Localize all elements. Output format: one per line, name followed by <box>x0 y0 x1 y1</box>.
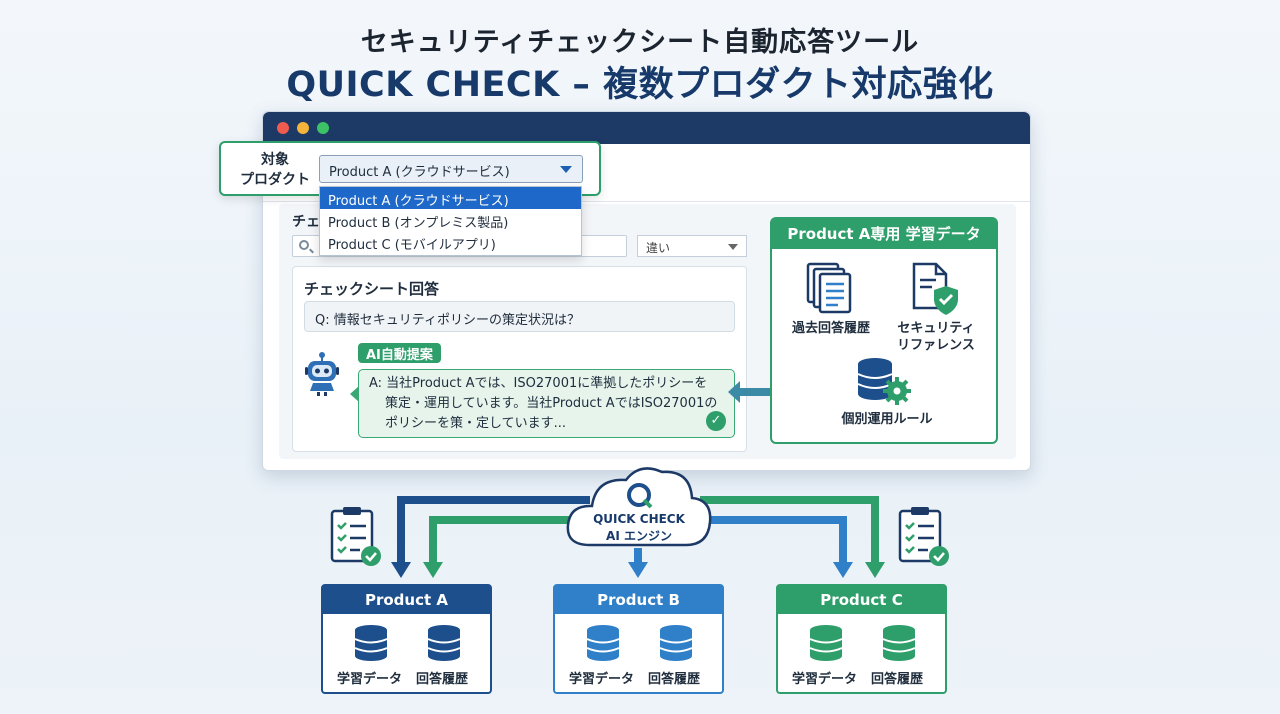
security-document-icon <box>912 262 958 315</box>
answer-card-title: チェックシート回答 <box>304 280 440 298</box>
flow-arrowhead-c-inner <box>833 562 853 578</box>
product-card-title: Product A <box>323 586 490 614</box>
clipboard-checklist-icon <box>330 507 381 566</box>
database-icon <box>809 625 843 661</box>
db-label-learning: 学習データ <box>337 672 403 687</box>
product-select-value: Product A (クラウドサービス) <box>329 165 510 180</box>
selector-label-line-1: 対象 <box>261 152 289 168</box>
product-card-a: Product A 学習データ 回答履歴 <box>321 584 492 694</box>
window-titlebar <box>263 112 1030 144</box>
robot-icon <box>305 352 339 396</box>
answer-line-1: A: 当社Product Aでは、ISO27001に準拠したポリシーを <box>369 376 708 391</box>
learning-item-history: 過去回答履歴 <box>791 321 870 336</box>
answer-line-2: 策定・運用しています。当社Product AではISO27001の <box>385 396 718 411</box>
db-label-learning: 学習データ <box>792 672 858 687</box>
page-title: QUICK CHECK – 複数プロダクト対応強化 <box>286 65 994 105</box>
product-card-title: Product C <box>778 586 945 614</box>
selector-label-line-2: プロダクト <box>240 172 310 188</box>
db-label-history: 回答履歴 <box>648 672 701 687</box>
flow-arrowhead-b <box>628 562 648 578</box>
close-window-button[interactable] <box>277 122 289 134</box>
reference-line-1: セキュリティ <box>897 321 975 336</box>
learning-data-header: Product A専用 学習データ <box>772 219 996 249</box>
product-option-a[interactable]: Product A (クラウドサービス) <box>320 187 581 209</box>
document-stack-icon <box>806 262 852 314</box>
product-card-c: Product C 学習データ 回答履歴 <box>776 584 947 694</box>
flow-arrow-c-outer <box>700 496 879 566</box>
maximize-window-button[interactable] <box>317 122 329 134</box>
sort-select-value: 違い <box>646 241 671 255</box>
db-label-history: 回答履歴 <box>871 672 924 687</box>
learning-item-rules: 個別運用ルール <box>841 412 933 427</box>
data-flow-arrow <box>728 381 772 403</box>
database-icon <box>659 625 693 661</box>
flow-arrow-a-outer <box>397 496 590 566</box>
ai-answer-bubble[interactable]: A: 当社Product Aでは、ISO27001に準拠したポリシーを 策定・運… <box>350 369 735 438</box>
learning-item-reference: セキュリティ リファレンス <box>886 320 986 354</box>
chevron-down-icon <box>728 244 738 250</box>
product-option-b[interactable]: Product B (オンプレミス製品) <box>328 216 509 231</box>
product-option-c[interactable]: Product C (モバイルアプリ) <box>328 238 496 253</box>
checksheet-heading: チェ <box>292 214 320 230</box>
window-toolbar <box>263 144 1030 202</box>
question-field: Q: 情報セキュリティポリシーの策定状況は？ <box>304 301 735 332</box>
reference-line-2: リファレンス <box>897 338 975 353</box>
database-icon <box>882 625 916 661</box>
minimize-window-button[interactable] <box>297 122 309 134</box>
ai-engine-subtitle: AI エンジン <box>606 529 672 543</box>
flow-arrow-c-inner <box>690 516 847 566</box>
db-label-history: 回答履歴 <box>416 672 469 687</box>
database-gear-icon <box>857 358 911 405</box>
db-label-learning: 学習データ <box>569 672 635 687</box>
product-card-title: Product B <box>555 586 722 614</box>
check-icon: ✓ <box>706 411 726 431</box>
flow-arrowhead-a-inner <box>423 562 443 578</box>
flow-arrow-a-inner <box>429 516 600 566</box>
flow-arrowhead-c-outer <box>865 562 885 578</box>
product-card-b: Product B 学習データ 回答履歴 <box>553 584 724 694</box>
sort-select[interactable]: 違い <box>637 235 747 257</box>
ai-suggestion-badge: AI自動提案 <box>358 343 441 363</box>
page-subtitle: セキュリティチェックシート自動応答ツール <box>360 27 920 58</box>
chevron-down-icon <box>560 166 572 173</box>
product-selector-label: 対象 プロダクト <box>233 150 317 190</box>
ai-engine-name: QUICK CHECK <box>593 512 685 526</box>
clipboard-checklist-icon <box>898 507 949 566</box>
database-icon <box>354 625 388 661</box>
ai-engine-cloud <box>566 467 712 547</box>
database-icon <box>586 625 620 661</box>
learning-data-panel: Product A専用 学習データ <box>770 217 998 444</box>
product-dropdown-menu: Product A (クラウドサービス) Product B (オンプレミス製品… <box>319 186 582 256</box>
product-select[interactable]: Product A (クラウドサービス) <box>319 155 583 183</box>
flow-arrowhead-a-outer <box>391 562 411 578</box>
search-icon <box>299 240 309 250</box>
database-icon <box>427 625 461 661</box>
answer-line-3: ポリシーを策・定しています... <box>385 416 567 431</box>
